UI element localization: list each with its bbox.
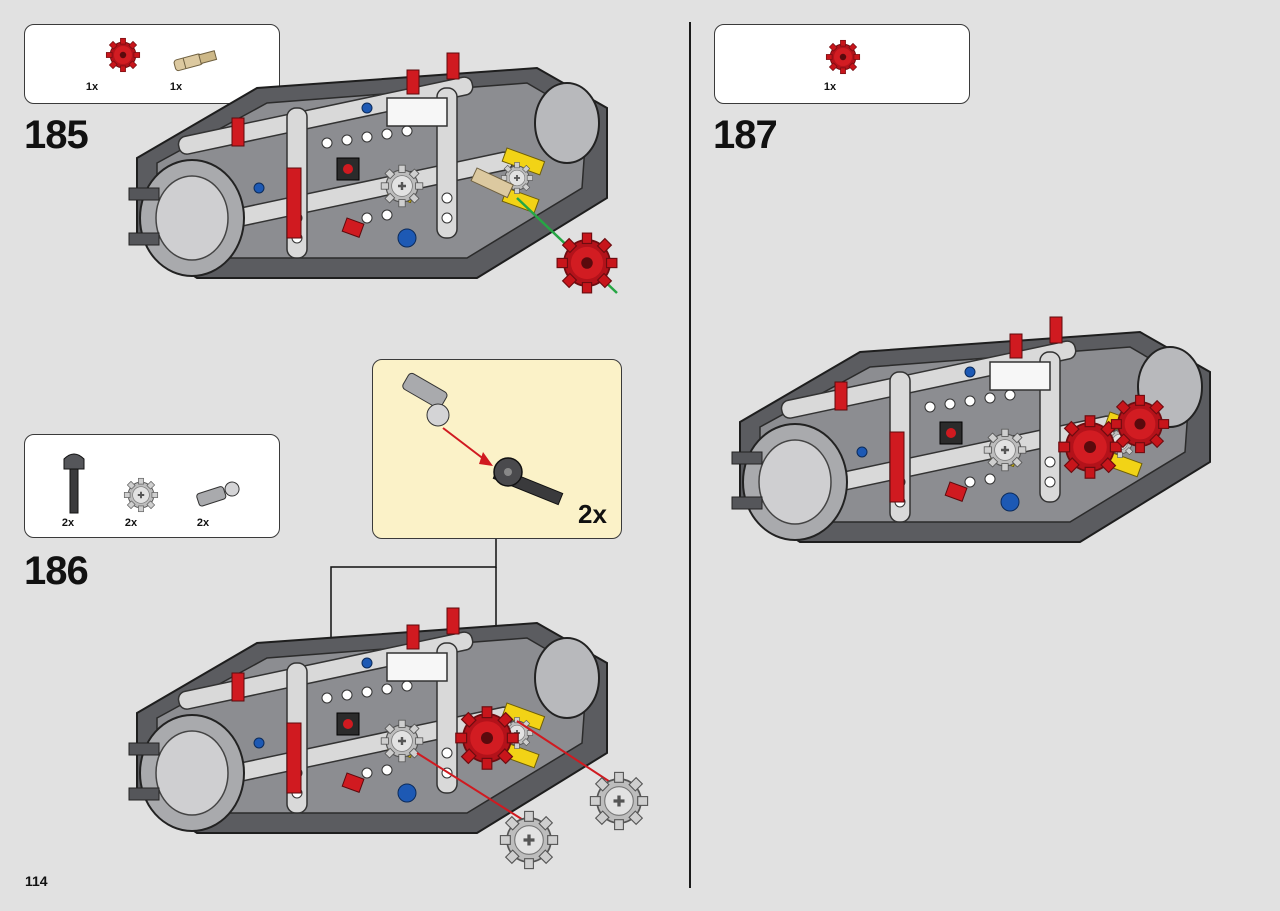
step-number-185: 185 xyxy=(24,113,89,157)
chassis-illustration-187 xyxy=(740,312,1240,602)
parts-list-185: 1x 1x xyxy=(24,24,280,104)
grey-axle-connector-icon xyxy=(196,481,240,507)
subassembly-illustration xyxy=(402,372,564,506)
page-divider xyxy=(689,22,691,888)
part-qty: 2x xyxy=(61,517,75,529)
part-qty: 1x xyxy=(85,81,99,93)
tan-axle-pin-icon xyxy=(173,50,218,72)
part-qty: 2x xyxy=(124,517,138,529)
part-qty: 2x xyxy=(196,517,210,529)
dark-axle-ball-icon xyxy=(63,453,85,514)
page-number: 114 xyxy=(25,873,48,889)
parts-list-186: 2x 2x 2x xyxy=(24,434,280,538)
subassembly-callout: 2x xyxy=(372,359,622,539)
chassis-illustration-186 xyxy=(137,603,649,870)
chassis-illustration-185 xyxy=(137,48,618,294)
red-gear-icon xyxy=(825,39,861,75)
part-qty: 1x xyxy=(169,81,183,93)
arrow-grey-gear-icon xyxy=(589,771,649,831)
step-number-186: 186 xyxy=(24,549,89,593)
step-number-187: 187 xyxy=(713,113,778,157)
part-qty: 1x xyxy=(823,81,837,93)
arrow-grey-gear-icon xyxy=(499,810,559,870)
parts-list-187: 1x xyxy=(714,24,970,104)
subassembly-qty: 2x xyxy=(578,499,607,529)
